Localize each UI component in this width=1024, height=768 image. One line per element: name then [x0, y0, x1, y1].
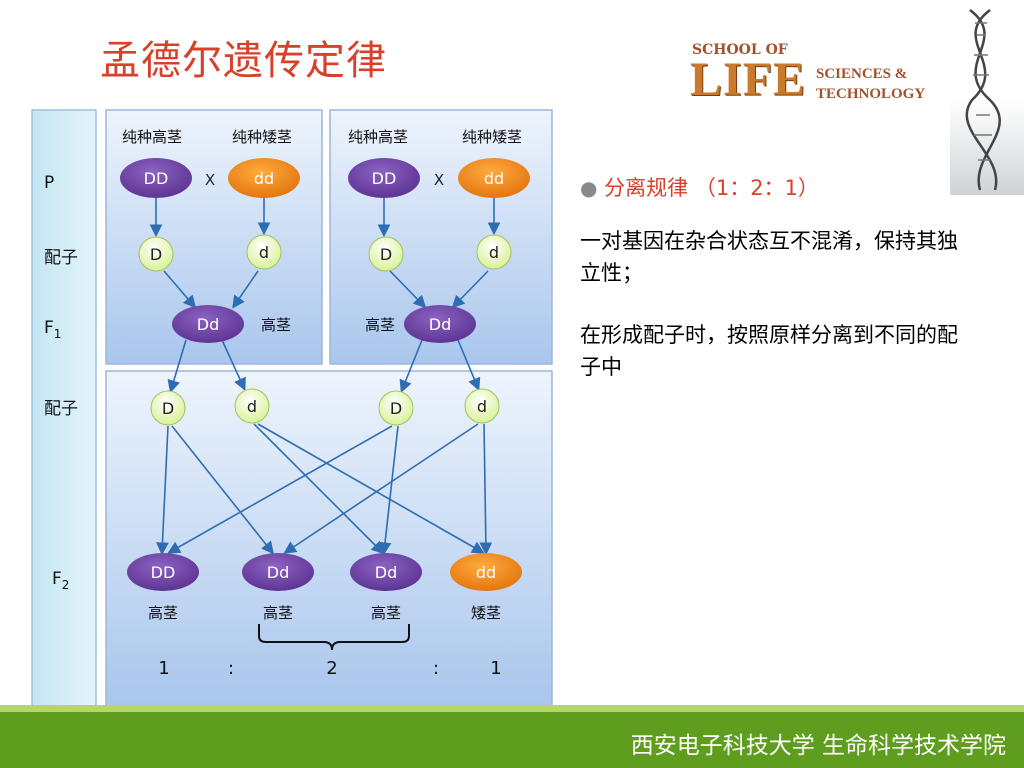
right-gamete-D-label: D: [380, 245, 392, 264]
right-parent-tall-label: DD: [372, 169, 397, 188]
generation-sidebar: [31, 109, 97, 707]
ratio-1: 1: [158, 658, 169, 679]
segregation-diagram: P 配子 F1 配子 F2 纯种高茎 纯种矮茎 纯种高茎 纯种矮茎: [31, 109, 553, 707]
ratio-3: 1: [490, 658, 501, 679]
right-gamete-d: [476, 234, 512, 270]
logo-life: LIFE: [690, 53, 807, 106]
ratio-2: 2: [326, 658, 337, 679]
paragraph-independence: 一对基因在杂合状态互不混淆，保持其独立性；: [580, 229, 958, 285]
footer-institution: 西安电子科技大学 生命科学技术学院: [630, 733, 1006, 759]
f2-DD: [127, 553, 199, 591]
left-gamete-D-label: D: [150, 245, 162, 264]
f2-Dd-2: [350, 553, 422, 591]
left-gamete-d: [246, 234, 282, 270]
dna-helix-icon: [950, 9, 1024, 195]
left-gamete-D: [138, 236, 174, 272]
left-parent-dwarf-label: dd: [254, 169, 274, 188]
left-f1-phenotype: 高茎: [261, 316, 291, 334]
right-cross-panel: [329, 109, 553, 365]
right-f1: [404, 305, 476, 343]
logo-sciences: SCIENCES &: [816, 66, 908, 82]
f1-gamete-2-label: d: [247, 397, 257, 416]
generation-gamete-2: 配子: [44, 399, 78, 419]
f2-dd: [450, 553, 522, 591]
right-cross-symbol: X: [434, 171, 444, 189]
right-parent2-label: 纯种矮茎: [462, 128, 522, 146]
right-parent1-label: 纯种高茎: [348, 128, 408, 146]
bullet-title: 分离规律: [604, 176, 689, 200]
bullet-dot-icon: ●: [580, 176, 598, 200]
left-gamete-d-label: d: [259, 243, 269, 262]
bullet-heading: ● 分离规律 （1：2：1）: [580, 172, 819, 202]
ratio-brace: [258, 624, 410, 651]
f1-gamete-4-label: d: [477, 397, 487, 416]
right-f1-phenotype: 高茎: [365, 316, 395, 334]
right-parent-dwarf: [458, 158, 530, 198]
footer-stripe: [0, 705, 1024, 715]
ratio-sep-2: :: [433, 658, 439, 679]
f2-Dd-1-label: Dd: [267, 563, 289, 582]
f2-Dd-1: [242, 553, 314, 591]
bullet-ratio: （1：2：1）: [694, 176, 819, 200]
left-f1-label: Dd: [197, 315, 219, 334]
f2-dd-label: dd: [476, 563, 496, 582]
left-parent1-label: 纯种高茎: [122, 128, 182, 146]
f2-phenotype-2: 高茎: [263, 604, 293, 622]
f2-phenotype-4: 矮茎: [471, 604, 501, 622]
left-parent-tall: [120, 158, 192, 198]
right-parent-dwarf-label: dd: [484, 169, 504, 188]
f2-DD-label: DD: [151, 563, 176, 582]
f1-gamete-1-label: D: [162, 399, 174, 418]
f1-gamete-1: [150, 390, 186, 426]
generation-gamete-1: 配子: [44, 248, 78, 268]
logo-technology: TECHNOLOGY: [816, 86, 926, 102]
left-parent2-label: 纯种矮茎: [232, 128, 292, 146]
generation-p: P: [44, 173, 54, 193]
f1-gamete-3: [378, 390, 414, 426]
right-parent-tall: [348, 158, 420, 198]
right-gamete-D: [368, 236, 404, 272]
school-logo: SCHOOL OF LIFE SCIENCES & TECHNOLOGY: [690, 40, 950, 110]
ratio-sep-1: :: [228, 658, 234, 679]
left-parent-dwarf: [228, 158, 300, 198]
left-parent-tall-label: DD: [144, 169, 169, 188]
right-gamete-d-label: d: [489, 243, 499, 262]
logo-school-of: SCHOOL OF: [692, 42, 788, 58]
f1-gamete-4: [464, 388, 500, 424]
f2-panel: [105, 370, 553, 707]
f2-phenotype-3: 高茎: [371, 604, 401, 622]
f1-gamete-2: [234, 388, 270, 424]
slide-title: 孟德尔遗传定律: [100, 38, 387, 84]
left-cross-symbol: X: [205, 171, 215, 189]
right-f1-label: Dd: [429, 315, 451, 334]
paragraph-segregation: 在形成配子时，按照原样分离到不同的配子中: [580, 323, 958, 379]
f2-phenotype-1: 高茎: [148, 604, 178, 622]
f2-Dd-2-label: Dd: [375, 563, 397, 582]
left-f1: [172, 305, 244, 343]
f1-gamete-3-label: D: [390, 399, 402, 418]
footer-bar: 西安电子科技大学 生命科学技术学院: [0, 712, 1024, 768]
